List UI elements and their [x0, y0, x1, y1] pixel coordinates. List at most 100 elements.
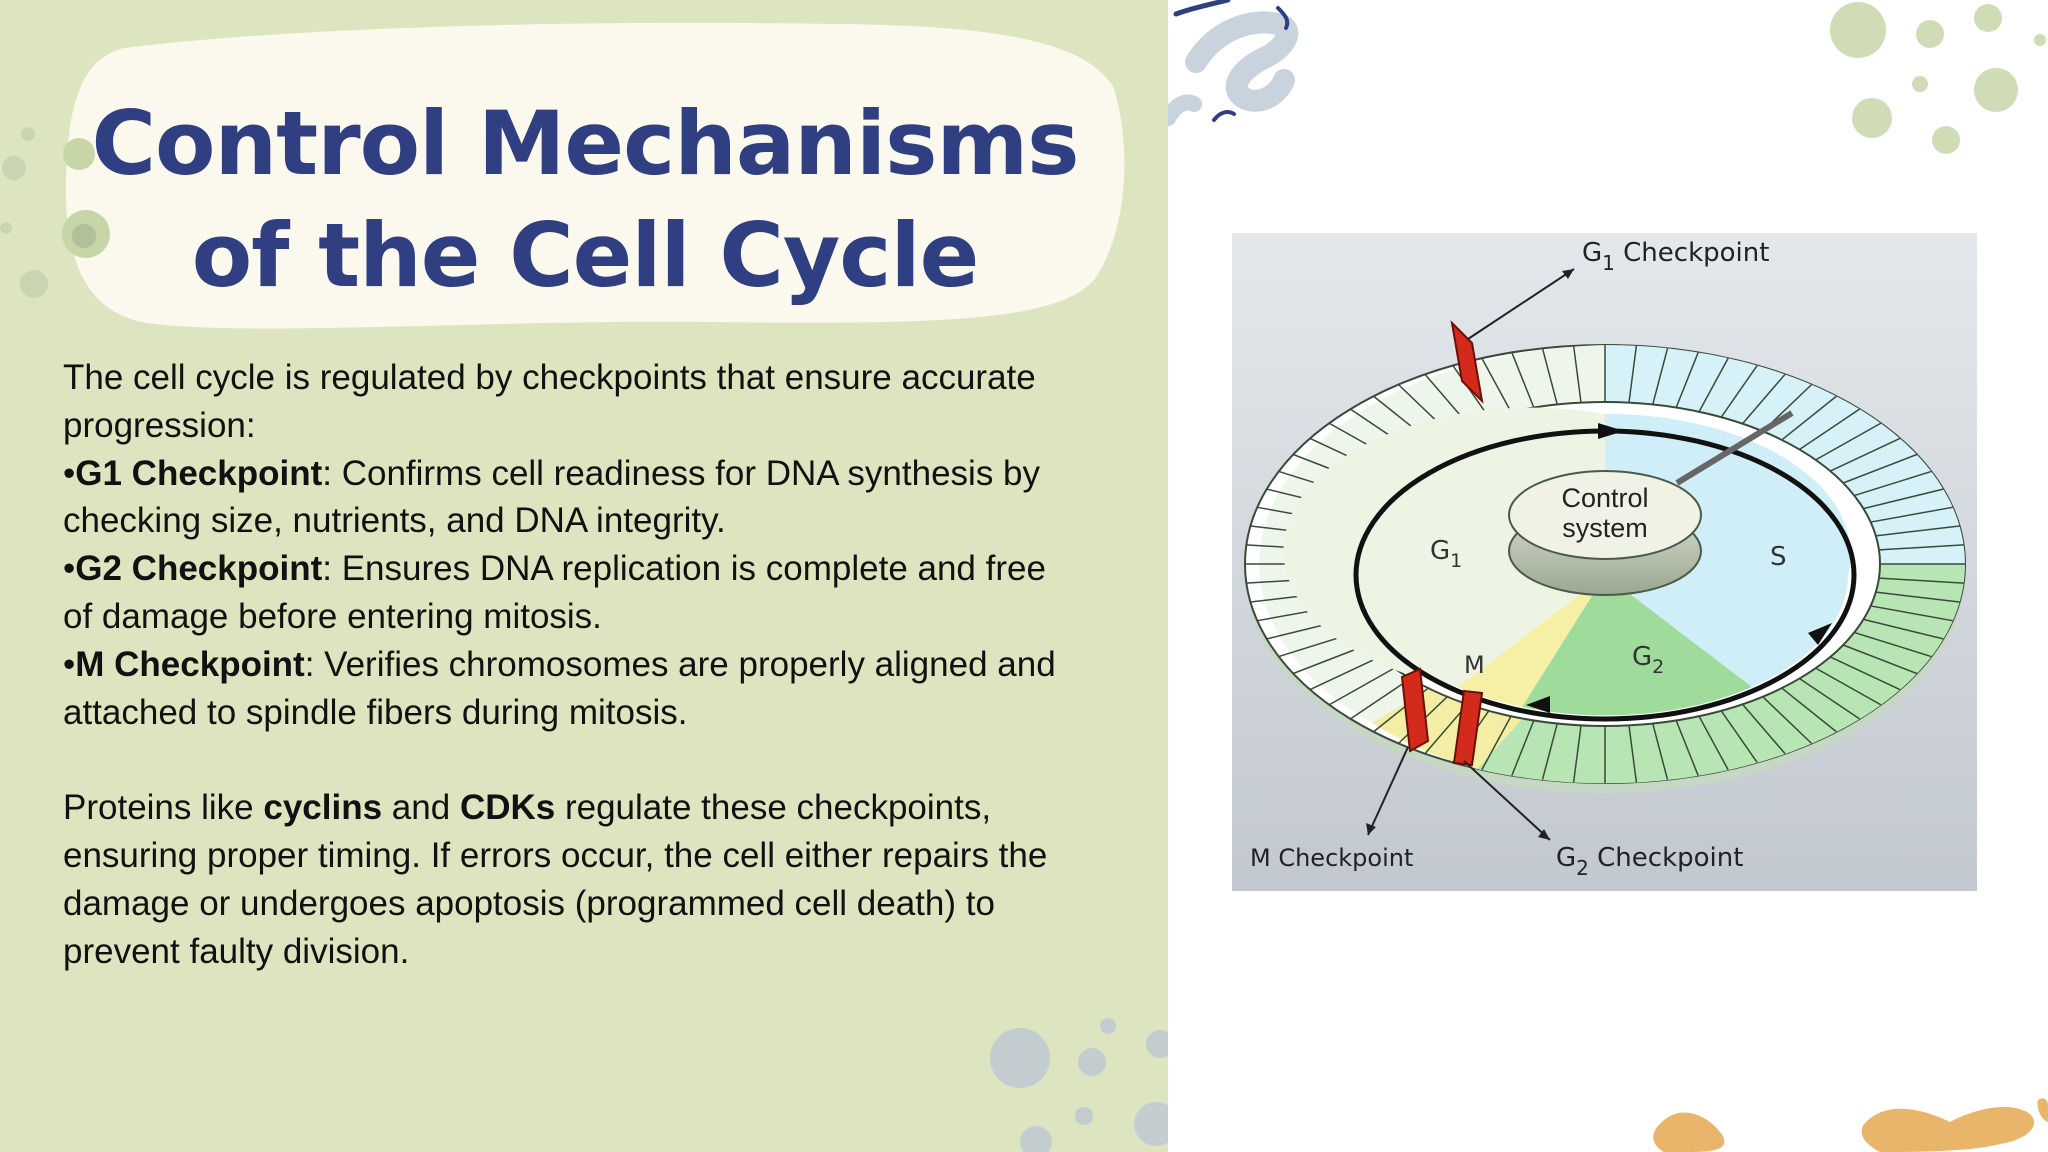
- phase-sector-g1: [1283, 407, 1605, 687]
- left-panel: Control Mechanisms of the Cell Cycle The…: [0, 0, 1168, 1152]
- arrow-head-right: [1808, 623, 1832, 645]
- bullet-term: G2 Checkpoint: [75, 549, 323, 589]
- arrow-head-bottom: [1526, 696, 1550, 713]
- closing-text: and: [382, 788, 460, 828]
- intro-paragraph: The cell cycle is regulated by checkpoin…: [63, 358, 1036, 445]
- ring-tick: [1878, 577, 1964, 584]
- g2-leader-arrowhead: [1538, 829, 1550, 840]
- ring-tick: [1675, 720, 1699, 776]
- bullet-marker: •: [63, 549, 76, 589]
- bullet-g2-checkpoint: •G2 Checkpoint: Ensures DNA replication …: [63, 545, 1063, 641]
- g2-checkpoint-leader: [1463, 760, 1551, 841]
- bullet-term: M Checkpoint: [75, 644, 305, 684]
- closing-text: regulate these checkpoints, ensuring pro…: [63, 788, 1048, 971]
- bullet-marker: •: [63, 453, 76, 493]
- term-cdks: CDKs: [459, 788, 556, 828]
- ring-tick: [1842, 453, 1918, 484]
- ring-tick: [1698, 357, 1729, 413]
- cell-cycle-checkpoint-diagram: Control system G1 S G2 M G1 Checkpoint M…: [1232, 233, 1977, 891]
- ring-tick: [1511, 352, 1535, 408]
- g1-checkpoint-leader: [1467, 268, 1575, 340]
- g1-checkpoint-label: G1 Checkpoint: [1582, 238, 1769, 275]
- ring-tick: [1698, 715, 1729, 771]
- ring-tick: [1720, 710, 1758, 763]
- m-checkpoint-label: M Checkpoint: [1250, 844, 1413, 872]
- ring-tick: [1870, 506, 1953, 523]
- ring-tick: [1781, 395, 1837, 441]
- ring-tick: [1452, 365, 1490, 418]
- g1-leader-arrowhead: [1562, 269, 1574, 279]
- control-system-disc: [1508, 470, 1702, 560]
- ring-tick: [1875, 591, 1960, 603]
- ring-tick: [1652, 348, 1669, 405]
- ring-tick: [1541, 348, 1558, 405]
- g1-checkpoint-gate: [1450, 320, 1484, 404]
- ring-tick: [1842, 644, 1918, 675]
- bullet-m-checkpoint: •M Checkpoint: Verifies chromosomes are …: [63, 641, 1063, 737]
- slide-title: Control Mechanisms of the Cell Cycle: [91, 92, 1079, 307]
- control-pointer: [1675, 410, 1794, 486]
- bullet-marker: •: [63, 644, 76, 684]
- ring-tick: [1875, 525, 1960, 537]
- ring-segment-s: [1605, 345, 1965, 564]
- g2-checkpoint-gate: [1452, 689, 1484, 767]
- paragraph-gap: [63, 736, 1063, 784]
- ring-tick: [1481, 715, 1512, 771]
- control-system-label-line2: system: [1562, 513, 1648, 543]
- ring-tick: [1878, 544, 1964, 551]
- term-cyclins: cyclins: [263, 788, 383, 828]
- m-checkpoint-leader: [1367, 746, 1409, 836]
- phase-label-s: S: [1770, 542, 1787, 572]
- ring-tick-marks: [1245, 345, 1965, 783]
- phase-label-g2: G2: [1632, 642, 1664, 678]
- slide-body-text: The cell cycle is regulated by checkpoin…: [63, 354, 1063, 976]
- ring-tick: [1628, 345, 1638, 403]
- ring-tick: [1328, 667, 1395, 706]
- ring-tick: [1572, 725, 1582, 783]
- ring-tick: [1481, 357, 1512, 413]
- m-checkpoint-gate: [1400, 667, 1430, 753]
- ring-tick: [1781, 687, 1837, 733]
- phase-sector-g2: [1522, 575, 1752, 716]
- ring-tick: [1863, 488, 1944, 510]
- orange-blob-decoration: [1653, 1098, 2048, 1152]
- ring-tick: [1815, 667, 1882, 706]
- ring-tick: [1741, 703, 1786, 755]
- ring-tick: [1863, 618, 1944, 640]
- ring-tick: [1572, 345, 1582, 403]
- ring-tick: [1541, 723, 1558, 780]
- g2-checkpoint-label: G2 Checkpoint: [1556, 843, 1743, 880]
- ring-tick: [1799, 408, 1860, 451]
- closing-text: Proteins like: [63, 788, 264, 828]
- title-background-blob: [65, 22, 1125, 329]
- phase-label-g1: G1: [1430, 536, 1462, 572]
- closing-paragraph: Proteins like cyclins and CDKs regulate …: [63, 784, 1063, 975]
- ring-tick: [1350, 677, 1411, 720]
- speckle-dots-bottom-decoration: [990, 1018, 1168, 1152]
- bullet-text: : Verifies chromosomes are properly alig…: [63, 644, 1056, 732]
- green-speckle-dots-decoration: [1830, 2, 2046, 154]
- bullet-text: : Ensures DNA replication is complete an…: [63, 549, 1046, 636]
- control-system-label-line1: Control: [1561, 483, 1648, 513]
- bullet-text: : Confirms cell readiness for DNA synthe…: [63, 453, 1041, 541]
- phase-sector-m: [1458, 575, 1605, 707]
- blue-squiggle-decoration: [1168, 0, 1299, 126]
- ring-tick: [1854, 470, 1932, 497]
- bullet-term: G1 Checkpoint: [75, 453, 323, 493]
- ring-tick: [1309, 656, 1381, 691]
- speckle-dots-left-decoration: [0, 127, 110, 298]
- ring-tick: [1799, 677, 1860, 720]
- ring-tick: [1762, 696, 1813, 744]
- ring-tick: [1815, 422, 1882, 461]
- ring-tick: [1720, 365, 1758, 418]
- ring-tick: [1675, 352, 1699, 408]
- ring-tick: [1511, 720, 1535, 776]
- ring-tick: [1652, 723, 1669, 780]
- ring-tick: [1628, 725, 1638, 783]
- arrow-head-top: [1598, 423, 1624, 439]
- ring-tick: [1854, 631, 1932, 658]
- m-leader-arrowhead: [1366, 823, 1376, 835]
- ring-tick: [1829, 656, 1901, 691]
- ring-segment-g2: [1477, 564, 1966, 784]
- phase-label-m: M: [1464, 651, 1485, 679]
